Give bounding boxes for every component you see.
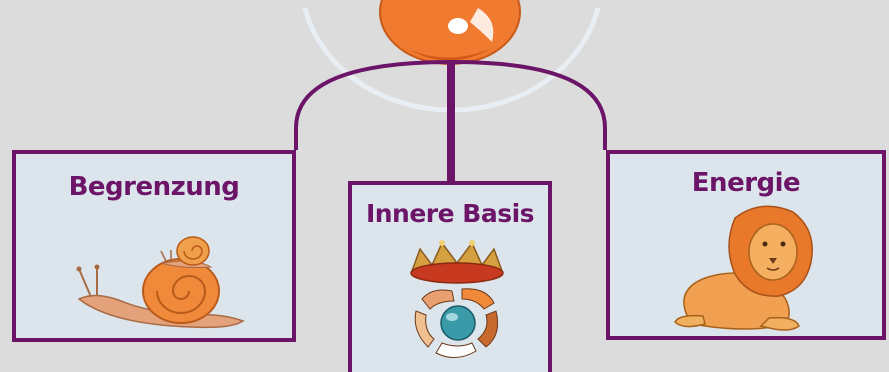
box-energie: Energie — [606, 150, 886, 340]
lion-icon — [665, 198, 825, 338]
box-title-energie: Energie — [610, 168, 882, 198]
box-title-innere-basis: Innere Basis — [352, 199, 548, 228]
box-begrenzung: Begrenzung — [12, 150, 296, 342]
stem-connector — [447, 60, 455, 182]
crown-hands-icon — [402, 239, 512, 369]
orange-sphere-icon — [380, 0, 520, 64]
box-title-begrenzung: Begrenzung — [16, 172, 292, 202]
snail-icon — [71, 229, 251, 334]
box-innere-basis: Innere Basis — [348, 181, 552, 372]
